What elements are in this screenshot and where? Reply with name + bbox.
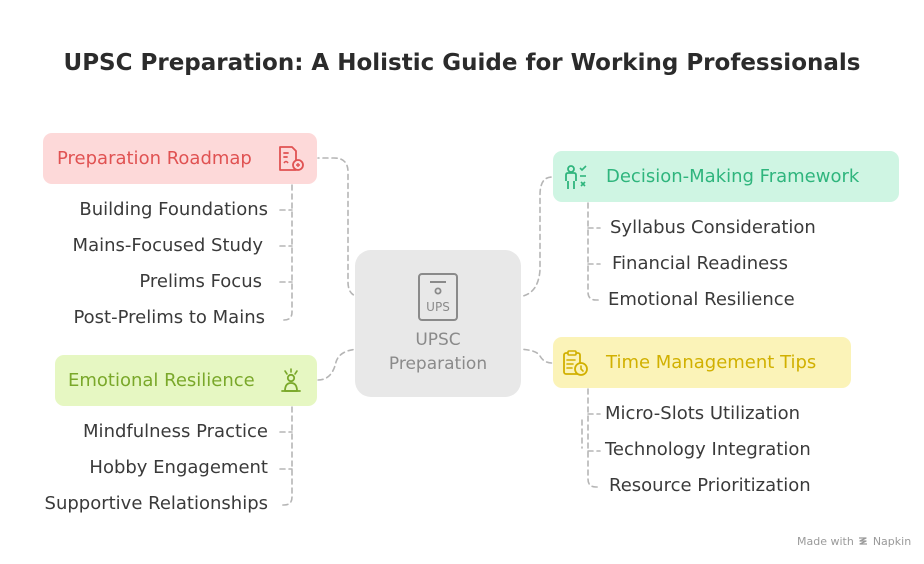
roadmap-item-3: Prelims Focus <box>139 271 262 292</box>
center-node: UPS UPSC Preparation <box>355 250 521 397</box>
connector-decision <box>514 176 553 298</box>
diagram-title: UPSC Preparation: A Holistic Guide for W… <box>63 50 861 76</box>
tree-resilience <box>279 406 293 506</box>
roadmap-item-2: Mains-Focused Study <box>72 235 263 256</box>
tree-decision <box>587 202 601 301</box>
clipboard-clock-icon <box>563 350 588 376</box>
napkin-logo-icon <box>859 537 868 545</box>
tree-time <box>587 388 601 488</box>
time-item-1: Micro-Slots Utilization <box>605 403 801 424</box>
decision-person-icon <box>565 165 587 189</box>
footer-attribution[interactable]: Made with Napkin <box>797 535 911 548</box>
branch-label: Emotional Resilience <box>68 370 255 391</box>
branch-decision-making-framework[interactable]: Decision-Making Framework <box>553 151 899 202</box>
decision-item-3: Emotional Resilience <box>608 289 795 310</box>
time-item-2: Technology Integration <box>605 439 811 460</box>
branch-time-management-tips[interactable]: Time Management Tips <box>553 337 851 388</box>
roadmap-document-icon <box>279 146 304 171</box>
connector-time <box>514 348 553 364</box>
footer-made-with: Made with <box>797 535 854 548</box>
center-label-line2: Preparation <box>388 354 488 374</box>
branch-label: Time Management Tips <box>606 352 817 373</box>
roadmap-item-1: Building Foundations <box>79 199 268 220</box>
decision-item-2: Financial Readiness <box>612 253 789 274</box>
roadmap-item-4: Post-Prelims to Mains <box>73 307 265 328</box>
center-label-line1: UPSC <box>415 330 461 350</box>
branch-preparation-roadmap[interactable]: Preparation Roadmap <box>43 133 317 184</box>
center-icon-text: UPS <box>426 300 450 314</box>
branch-emotional-resilience[interactable]: Emotional Resilience <box>55 355 317 406</box>
meditation-person-icon <box>281 368 301 392</box>
decision-item-1: Syllabus Consideration <box>610 217 816 238</box>
center-label: UPSC Preparation <box>355 328 521 376</box>
footer-brand: Napkin <box>872 535 912 548</box>
resilience-item-3: Supportive Relationships <box>44 493 268 514</box>
branch-label: Decision-Making Framework <box>606 166 860 187</box>
time-item-3: Resource Prioritization <box>609 475 811 496</box>
document-icon: UPS <box>418 273 458 321</box>
branch-label: Preparation Roadmap <box>57 148 252 169</box>
connector-resilience <box>317 348 363 381</box>
resilience-item-1: Mindfulness Practice <box>83 421 268 442</box>
tree-roadmap <box>279 184 293 321</box>
resilience-item-2: Hobby Engagement <box>89 457 268 478</box>
